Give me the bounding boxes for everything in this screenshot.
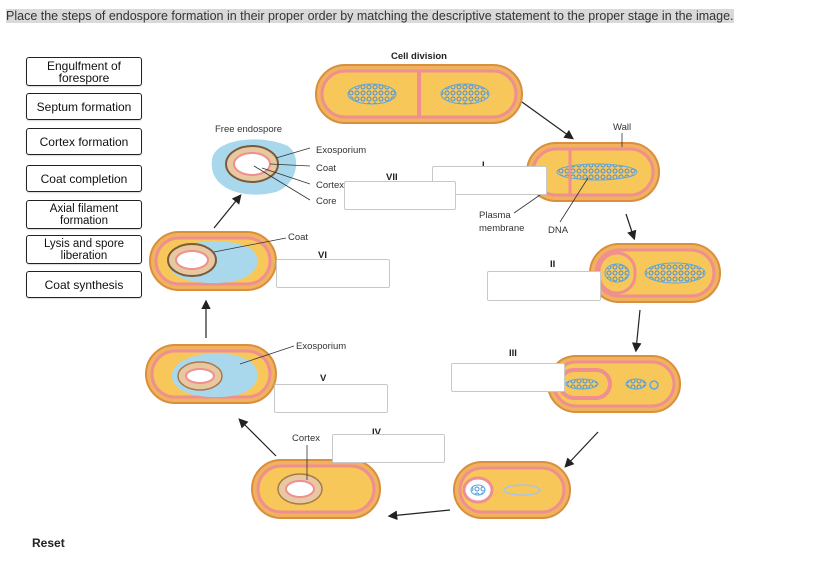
cell-stage-i <box>526 142 660 202</box>
chip-label: Coat completion <box>40 171 128 186</box>
stage-label-v: V <box>320 373 327 384</box>
chip-septum-formation[interactable]: Septum formation <box>26 93 142 120</box>
chip-label: Engulfment of forespore <box>46 58 122 85</box>
label-spore-cortex: Cortex <box>316 180 344 191</box>
chip-engulfment-of-forespore[interactable]: Engulfment of forespore <box>26 57 142 86</box>
cell-stage-exosporium <box>145 344 277 404</box>
cell-stage-division <box>315 64 523 124</box>
arrow-i-to-ii <box>625 213 637 241</box>
label-plasma: Plasma <box>479 210 511 221</box>
chip-coat-completion[interactable]: Coat completion <box>26 165 142 192</box>
label-spore-coat: Coat <box>316 163 336 174</box>
arrow-division-to-i <box>521 101 574 140</box>
drop-zone-iii[interactable] <box>451 363 565 392</box>
cell-stage-ii <box>589 243 721 303</box>
label-free-endospore: Free endospore <box>215 124 282 135</box>
label-membrane: membrane <box>479 223 524 234</box>
drop-zone-vi[interactable] <box>276 259 390 288</box>
cell-stage-vi <box>149 231 277 291</box>
arrow-v-to-exosporium <box>238 418 277 457</box>
label-wall: Wall <box>613 122 631 133</box>
drop-zone-iv[interactable] <box>332 434 445 463</box>
stage-label-iv: IV <box>372 427 382 438</box>
label-exosporium: Exosporium <box>296 341 346 352</box>
label-cortex: Cortex <box>292 433 320 444</box>
label-spore-exosporium: Exosporium <box>316 145 366 156</box>
drop-zone-ii[interactable] <box>487 271 601 301</box>
free-endospore <box>211 139 297 195</box>
instruction-text: Place the steps of endospore formation i… <box>6 9 734 23</box>
chip-label: Septum formation <box>36 99 132 114</box>
chip-lysis-and-spore-liberation[interactable]: Lysis and spore liberation <box>26 235 142 264</box>
chip-label: Lysis and spore liberation <box>43 237 125 262</box>
stage-label-i: I <box>482 160 485 171</box>
chip-cortex-formation[interactable]: Cortex formation <box>26 128 142 155</box>
cell-stage-iv <box>453 461 571 519</box>
arrow-vi-to-free <box>213 194 242 229</box>
label-spore-core: Core <box>316 196 337 207</box>
label-coat-vi: Coat <box>288 232 308 243</box>
stage-label-iii: III <box>509 348 517 359</box>
drop-zone-v[interactable] <box>274 384 388 413</box>
drop-zone-vii[interactable] <box>344 181 456 210</box>
cell-stage-iii <box>547 355 681 413</box>
chip-axial-filament-formation[interactable]: Axial filament formation <box>26 200 142 229</box>
stage-label-ii: II <box>550 259 555 270</box>
stage-label-vii: VII <box>386 172 398 183</box>
arrow-ii-to-iii <box>631 309 642 353</box>
stage-label-vi: VI <box>318 250 327 261</box>
chip-coat-synthesis[interactable]: Coat synthesis <box>26 271 142 298</box>
cell-stage-v <box>251 459 381 519</box>
reset-button[interactable]: Reset <box>32 536 65 550</box>
arrow-iv-to-v <box>387 509 451 521</box>
chip-label: Cortex formation <box>39 134 129 149</box>
chip-label: Coat synthesis <box>44 277 124 292</box>
label-dna: DNA <box>548 225 569 236</box>
chip-label: Axial filament formation <box>49 202 119 227</box>
arrow-iii-to-iv <box>564 431 599 468</box>
label-cell-division: Cell division <box>391 51 447 62</box>
